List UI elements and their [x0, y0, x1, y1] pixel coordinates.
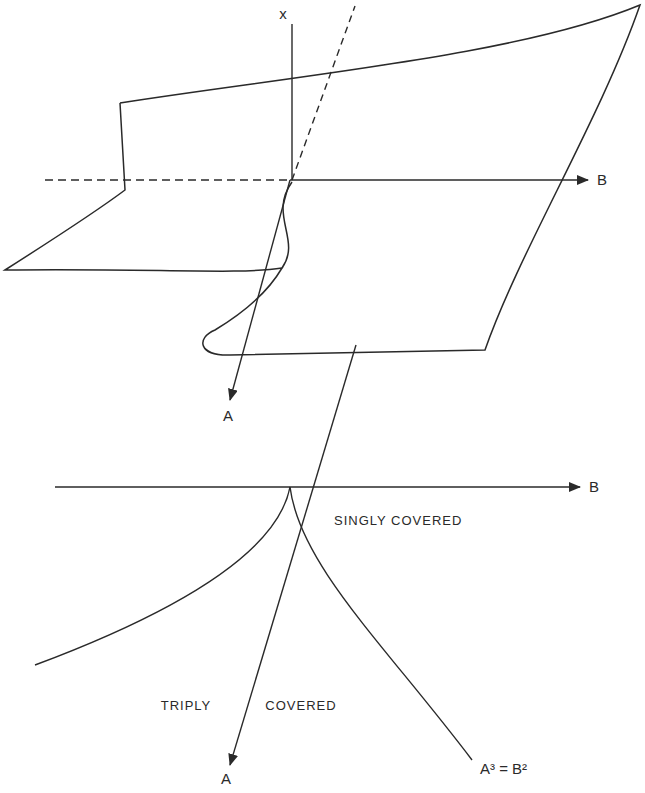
axis-label: B	[587, 479, 601, 496]
surface-outline	[5, 5, 640, 355]
axis-label: B	[595, 172, 609, 189]
a-axis	[230, 345, 356, 765]
region-label: SINGLY COVERED	[332, 514, 464, 528]
b-axis-hidden	[45, 179, 290, 180]
cusp-branch	[290, 487, 472, 760]
axes-top	[45, 6, 588, 400]
surface	[5, 5, 640, 355]
axis-label: A	[219, 771, 233, 788]
region-label: TRIPLY	[159, 699, 214, 713]
cusp-line	[292, 6, 355, 180]
b-axis	[55, 486, 580, 487]
a-axis	[230, 180, 290, 400]
region-label: COVERED	[263, 699, 338, 713]
axes-bottom	[35, 345, 580, 765]
axis-label: A	[221, 408, 235, 425]
axis-label: x	[277, 6, 289, 23]
curve-equation: A³ = B²	[478, 761, 529, 778]
fold-curve	[282, 182, 292, 268]
cusp-branch	[35, 487, 290, 665]
b-axis	[290, 179, 588, 180]
x-axis	[291, 24, 292, 180]
